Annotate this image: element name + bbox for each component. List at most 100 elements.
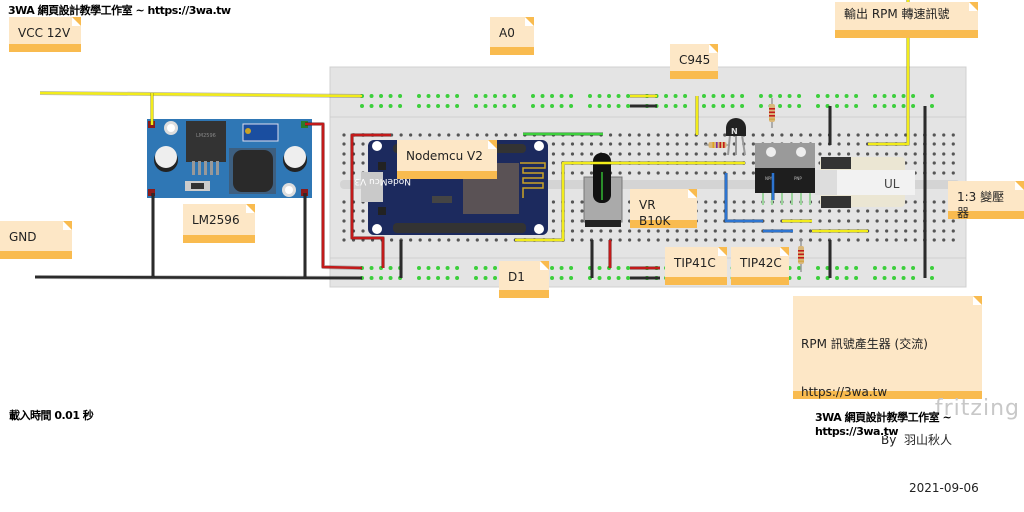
breadboard-hole [951, 142, 955, 146]
breadboard-hole [666, 152, 670, 156]
breadboard-hole [694, 171, 698, 175]
breadboard-hole [608, 133, 613, 137]
breadboard-hole [942, 171, 946, 175]
breadboard-hole [942, 161, 946, 165]
breadboard-hole [818, 209, 822, 213]
breadboard-hole [551, 209, 556, 213]
breadboard-hole [742, 238, 746, 242]
note-lm2596[interactable]: LM2596 [183, 204, 255, 243]
breadboard-hole [837, 133, 841, 137]
rail-hole [607, 94, 612, 98]
breadboard-hole [951, 219, 955, 223]
rail-hole [483, 104, 488, 108]
breadboard-hole [608, 152, 613, 156]
note-gnd[interactable]: GND [0, 221, 72, 259]
breadboard-hole [732, 171, 736, 175]
wire[interactable] [34, 275, 363, 280]
rail-hole [901, 266, 906, 270]
rail-hole [398, 94, 403, 98]
rail-hole [417, 94, 421, 98]
note-tip42c-text: TIP42C [740, 256, 782, 270]
breadboard-hole [647, 152, 651, 156]
note-d1[interactable]: D1 [499, 261, 549, 298]
rail-hole [436, 276, 441, 280]
rail-hole [616, 276, 621, 280]
note-nodemcu[interactable]: Nodemcu V2 [397, 140, 497, 179]
breadboard-hole [751, 171, 755, 175]
rail-hole [398, 104, 403, 108]
rail-hole [540, 94, 545, 98]
note-rpm-output[interactable]: 輸出 RPM 轉速訊號 [835, 2, 978, 38]
note-vcc[interactable]: VCC 12V [9, 17, 81, 52]
rail-hole [683, 104, 688, 108]
rail-hole [930, 104, 934, 108]
rail-hole [445, 276, 450, 280]
note-info[interactable]: RPM 訊號產生器 (交流) https://3wa.tw By 羽山秋人 20… [793, 296, 982, 495]
breadboard-hole [570, 142, 575, 146]
rail-hole [379, 104, 384, 108]
breadboard-hole [694, 142, 698, 146]
rail-hole [901, 104, 906, 108]
rail-hole [417, 266, 421, 270]
breadboard-hole [704, 229, 708, 233]
breadboard-hole [818, 238, 822, 242]
rail-hole [626, 94, 631, 98]
breadboard-hole [789, 133, 794, 137]
rail-hole [426, 94, 431, 98]
rail-hole [436, 94, 441, 98]
wire[interactable] [305, 122, 363, 270]
breadboard-hole [656, 229, 660, 233]
note-vr-b10k[interactable]: VR B10K [630, 189, 697, 228]
rail-hole [778, 104, 783, 108]
breadboard-hole [399, 133, 403, 137]
breadboard-hole [666, 229, 670, 233]
rail-hole [417, 276, 421, 280]
rail-hole [930, 266, 934, 270]
breadboard-hole [618, 229, 622, 233]
breadboard-hole [570, 238, 575, 242]
rail-hole [740, 94, 745, 98]
resistor[interactable] [705, 142, 730, 148]
breadboard-hole [599, 229, 603, 233]
rail-hole [797, 94, 802, 98]
rail-hole [854, 104, 859, 108]
rail-hole [816, 266, 820, 270]
rail-hole [597, 94, 602, 98]
breadboard-hole [885, 209, 889, 213]
resistor[interactable] [798, 238, 804, 272]
breadboard-hole [942, 229, 946, 233]
breadboard-hole [361, 142, 365, 146]
wire[interactable] [350, 133, 391, 268]
resistor[interactable] [769, 98, 775, 128]
wire[interactable] [515, 161, 745, 242]
note-tip42c[interactable]: TIP42C [731, 247, 789, 285]
wire[interactable] [39, 91, 363, 98]
rail-hole [559, 94, 564, 98]
rail-hole [835, 94, 840, 98]
wire[interactable] [868, 0, 910, 146]
transformer[interactable]: UL [815, 157, 915, 208]
breadboard-hole [551, 161, 556, 165]
breadboard-hole [856, 142, 860, 146]
rail-hole [550, 276, 555, 280]
rail-hole [369, 104, 374, 108]
rail-hole [730, 94, 735, 98]
breadboard-hole [894, 209, 898, 213]
note-transformer[interactable]: 1:3 變壓器 [948, 181, 1024, 220]
breadboard-hole [846, 133, 851, 137]
breadboard-hole [723, 238, 727, 242]
note-tip41c[interactable]: TIP41C [665, 247, 727, 285]
breadboard-hole [856, 133, 860, 137]
rail-hole [474, 276, 478, 280]
potentiometer-vr-b10k[interactable] [583, 153, 623, 227]
rail-hole [911, 104, 916, 108]
breadboard-hole [942, 209, 946, 213]
wire[interactable] [724, 173, 763, 223]
note-a0[interactable]: A0 [490, 17, 534, 55]
lm2596-module[interactable]: LM2596 [147, 119, 312, 198]
tip41c-tip42c-transistors[interactable]: NPN PNP [755, 143, 815, 205]
breadboard-hole [761, 238, 765, 242]
note-c945[interactable]: C945 [670, 44, 718, 79]
breadboard-hole [713, 133, 717, 137]
breadboard-hole [799, 209, 803, 213]
